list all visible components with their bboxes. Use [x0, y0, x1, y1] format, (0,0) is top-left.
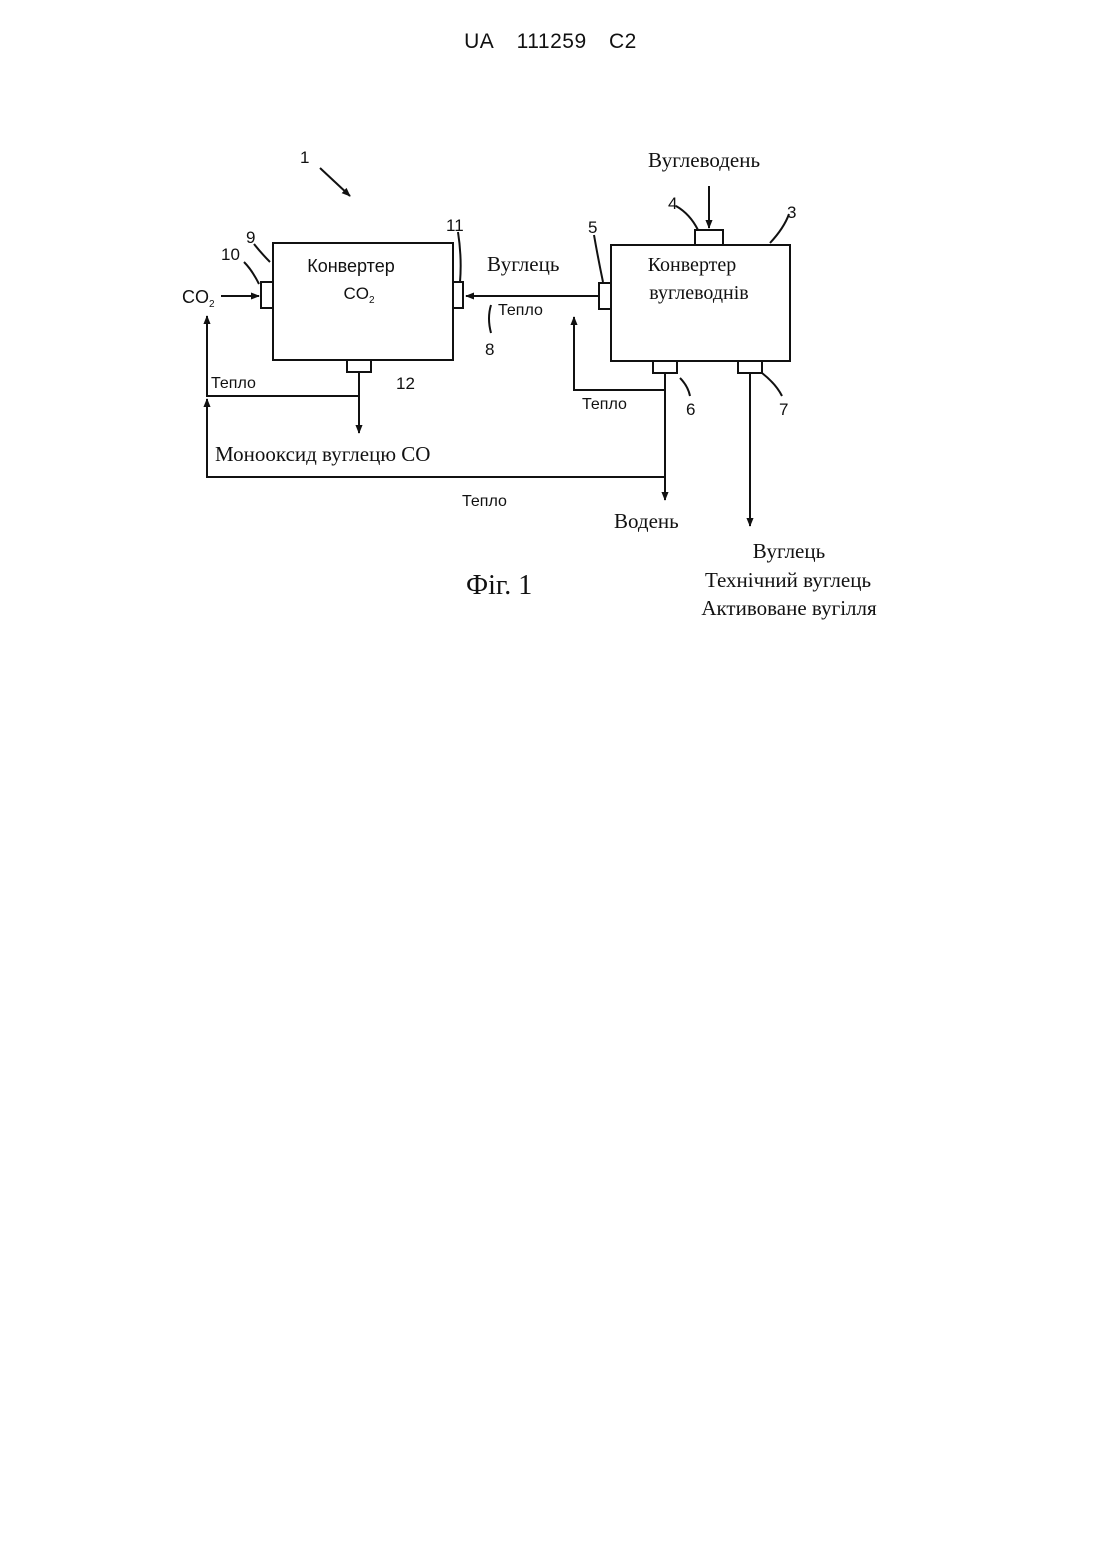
system-ref-arrow [320, 168, 350, 196]
hydrogen-outlet-port [653, 361, 677, 373]
leader-6 [680, 378, 690, 396]
ref-11: 11 [446, 216, 464, 235]
ref-3: 3 [787, 203, 796, 222]
hydrogen-output-label: Водень [614, 509, 679, 533]
leader-11 [458, 232, 461, 282]
ref-7: 7 [779, 400, 788, 419]
carbon-output-label-1: Вуглець [753, 539, 825, 563]
heat-label-upper: Тепло [498, 302, 543, 319]
leader-5 [594, 235, 603, 282]
hc-carbon-outlet-port [599, 283, 611, 309]
co2-converter-label-line1: Конвертер [307, 256, 395, 276]
leader-10 [244, 262, 259, 284]
hc-converter-label-line1: Конвертер [648, 254, 737, 276]
co2-carbon-inlet-port [453, 282, 463, 308]
co2-converter-label-line2: CO2 [343, 284, 375, 306]
ref-9: 9 [246, 228, 255, 247]
hc-hydrocarbon-inlet-port [695, 230, 723, 245]
carbon-flow-label: Вуглець [487, 252, 559, 276]
carbon-output-label-2: Технічний вуглець [705, 568, 871, 592]
ref-1: 1 [300, 148, 309, 167]
ref-12: 12 [396, 374, 415, 393]
heat-return-right [574, 317, 665, 390]
leader-4 [676, 206, 698, 230]
co2-inlet-port [261, 282, 273, 308]
carbon-product-outlet-port [738, 361, 762, 373]
ref-6: 6 [686, 400, 695, 419]
heat-label-bottom: Тепло [462, 493, 507, 510]
ref-5: 5 [588, 218, 597, 237]
co-outlet-port [347, 360, 371, 372]
hydrocarbon-input-label: Вуглеводень [648, 148, 760, 172]
leader-9 [254, 244, 270, 262]
leader-8 [489, 305, 491, 333]
heat-label-left: Тепло [211, 375, 256, 392]
heat-label-right: Тепло [582, 396, 627, 413]
figure-caption: Фіг. 1 [466, 570, 532, 601]
ref-10: 10 [221, 245, 240, 264]
carbon-output-label-3: Активоване вугілля [701, 596, 877, 620]
ref-8: 8 [485, 340, 494, 359]
ref-4: 4 [668, 194, 677, 213]
co-output-label: Монооксид вуглецю CO [215, 442, 430, 466]
leader-7 [762, 373, 782, 396]
hc-converter-label-line2: вуглеводнів [649, 282, 748, 304]
co2-input-label: CO2 [182, 287, 215, 310]
